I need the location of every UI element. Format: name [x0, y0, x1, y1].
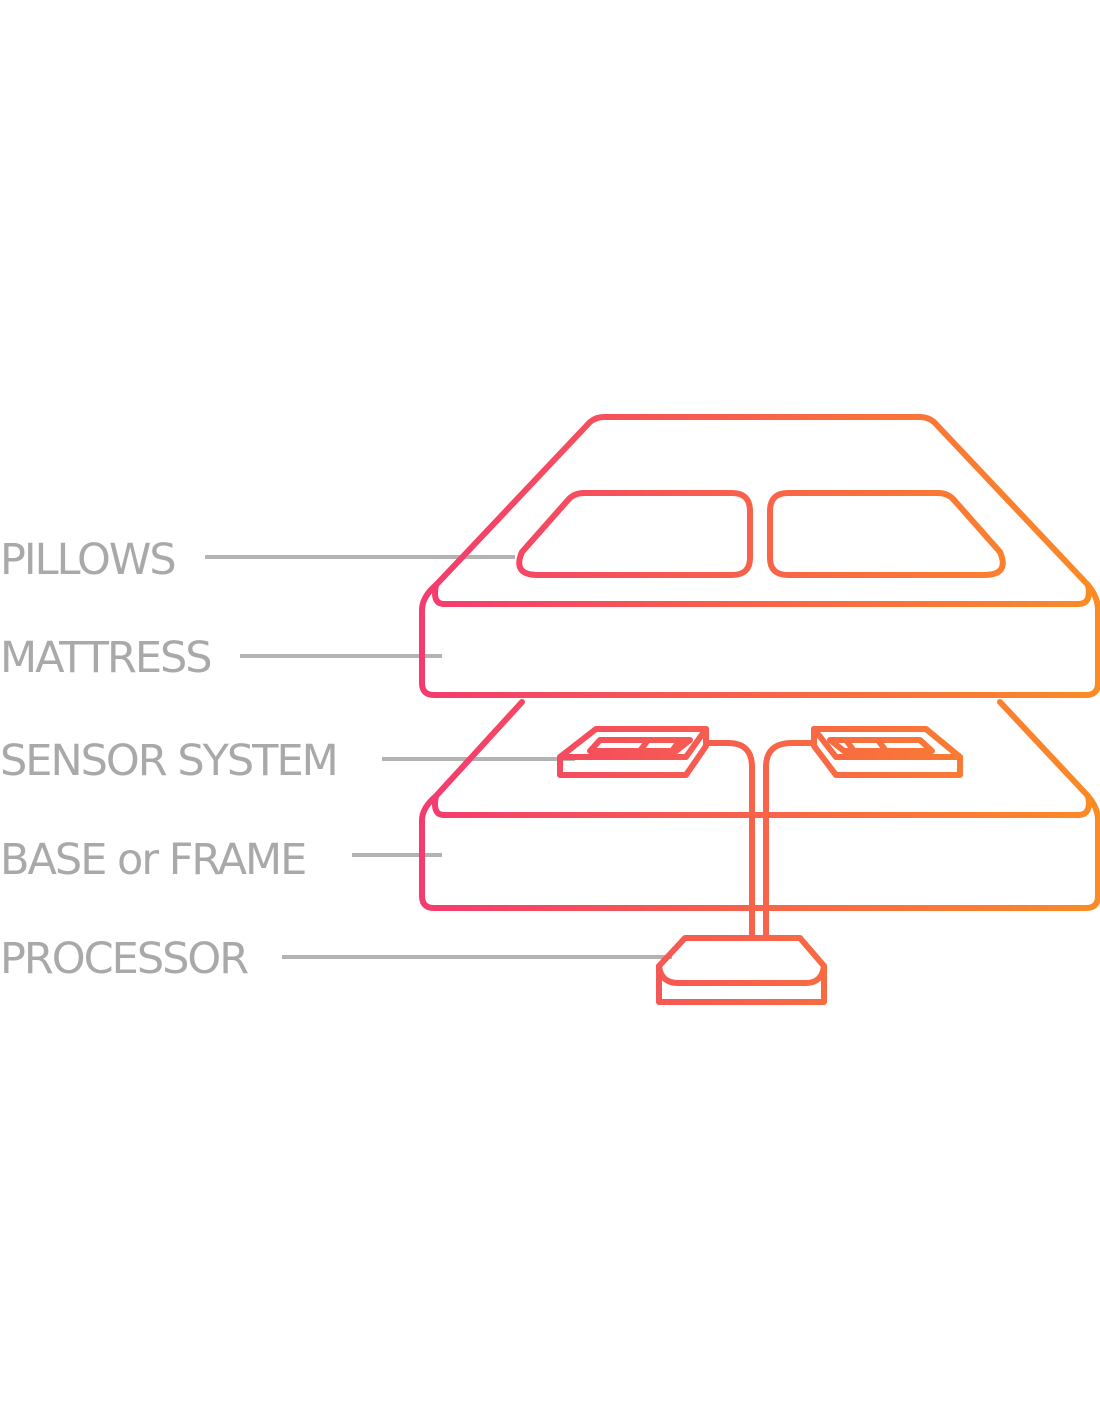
- label-mattress: MATTRESS: [0, 633, 211, 683]
- base-top-edge-left: [433, 699, 525, 799]
- sensor-cables: [703, 740, 817, 941]
- label-processor: PROCESSOR: [0, 934, 248, 984]
- pillow-right: [767, 490, 1006, 578]
- mattress-outline: [419, 414, 1100, 698]
- processor-top-edge: [656, 963, 827, 986]
- label-sensor-system: SENSOR SYSTEM: [0, 736, 337, 786]
- base-body: [419, 793, 1100, 911]
- processor-body: [656, 935, 827, 1005]
- pillows-outline: [516, 490, 1006, 578]
- sensor-system-outline: [557, 726, 963, 778]
- pillow-left: [516, 490, 753, 578]
- mattress-top-surface: [433, 414, 1091, 588]
- cable-left: [703, 740, 755, 941]
- mattress-body: [419, 582, 1100, 698]
- cable-right: [763, 740, 817, 941]
- base-top-edge-right: [997, 699, 1091, 799]
- label-base-or-frame: BASE or FRAME: [0, 835, 305, 885]
- bed-illustration: [419, 414, 1100, 1005]
- sensor-pad-left: [557, 726, 709, 778]
- sensor-pad-right: [811, 726, 963, 778]
- base-frame-outline: [419, 699, 1100, 911]
- label-pillows: PILLOWS: [0, 535, 175, 585]
- processor-outline: [656, 935, 827, 1005]
